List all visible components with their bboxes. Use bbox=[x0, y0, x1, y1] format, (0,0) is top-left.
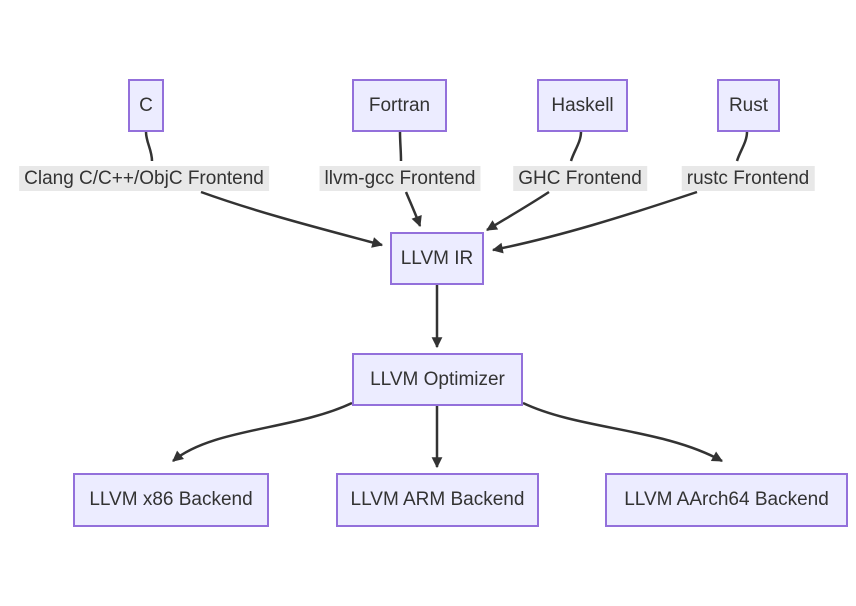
edge-optimizer-to-aarch64 bbox=[522, 401, 723, 463]
node-llvm-optimizer: LLVM Optimizer bbox=[352, 353, 523, 406]
node-llvm-x86-backend: LLVM x86 Backend bbox=[73, 473, 269, 527]
node-c: C bbox=[128, 79, 164, 132]
edge-c-to-clang-label bbox=[144, 131, 154, 162]
node-fortran: Fortran bbox=[352, 79, 447, 132]
edge-clang-to-llvm-ir bbox=[200, 190, 384, 248]
edge-ghc-to-llvm-ir bbox=[486, 190, 550, 232]
node-rust: Rust bbox=[717, 79, 780, 132]
edge-optimizer-to-x86 bbox=[172, 401, 353, 462]
edge-rust-to-rustc-label bbox=[735, 131, 749, 162]
edge-haskell-to-ghc-label bbox=[569, 131, 583, 162]
edge-rustc-to-llvm-ir bbox=[491, 190, 698, 254]
edge-label-rustc-frontend: rustc Frontend bbox=[681, 166, 815, 191]
edge-llvmgcc-to-llvm-ir bbox=[404, 191, 422, 228]
node-haskell: Haskell bbox=[537, 79, 628, 132]
edge-fortran-to-llvmgcc-label bbox=[398, 131, 403, 162]
edge-label-llvm-gcc-frontend: llvm-gcc Frontend bbox=[319, 166, 481, 191]
edge-label-ghc-frontend: GHC Frontend bbox=[513, 166, 647, 191]
node-llvm-ir: LLVM IR bbox=[390, 232, 484, 285]
node-llvm-arm-backend: LLVM ARM Backend bbox=[336, 473, 539, 527]
edge-label-clang-frontend: Clang C/C++/ObjC Frontend bbox=[19, 166, 269, 191]
node-llvm-aarch64-backend: LLVM AArch64 Backend bbox=[605, 473, 848, 527]
